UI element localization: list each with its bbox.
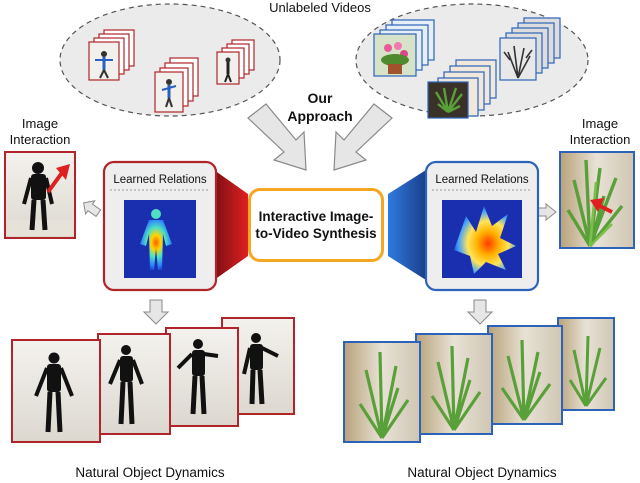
left-interaction-label-line1: Image [21,116,59,131]
left-input-image [4,151,76,239]
human-video-stack-2 [154,57,199,113]
left-input-arrow [83,200,102,218]
right-input-image [559,151,635,249]
left-relations-title: Learned Relations [113,174,207,186]
human-output-frames [11,317,295,443]
plant-video-stack-2 [427,59,497,119]
plant-heatmap-blob [454,206,516,274]
left-output-caption: Natural Object Dynamics [75,465,225,480]
plant-output-frames [343,317,615,443]
human-video-stack-3 [216,39,255,85]
plant-video-stack-1 [373,19,435,77]
left-funnel [214,170,248,280]
right-interaction-label-line2: Interaction [569,132,631,147]
left-output-arrow [142,299,170,325]
synthesis-line1: Interactive Image- [258,209,374,224]
approach-arrow-right [333,103,393,171]
right-relations-title: Learned Relations [435,174,529,186]
synthesis-line2: to-Video Synthesis [255,226,377,241]
unlabeled-videos-title: Unlabeled Videos [269,0,371,15]
approach-label-line2: Approach [287,108,353,124]
synthesis-box: Interactive Image- to-Video Synthesis [248,188,384,262]
plant-video-stack-3 [499,17,561,81]
approach-arrow-left [247,103,307,171]
left-interaction-label-line2: Interaction [9,132,71,147]
human-video-stack-1 [88,29,135,81]
human-heatmap-silhouette [140,209,172,270]
right-output-caption: Natural Object Dynamics [407,465,557,480]
approach-label-line1: Our [307,90,333,106]
right-output-arrow [466,299,494,325]
right-funnel [388,170,426,280]
right-interaction-label-line1: Image [581,116,619,131]
